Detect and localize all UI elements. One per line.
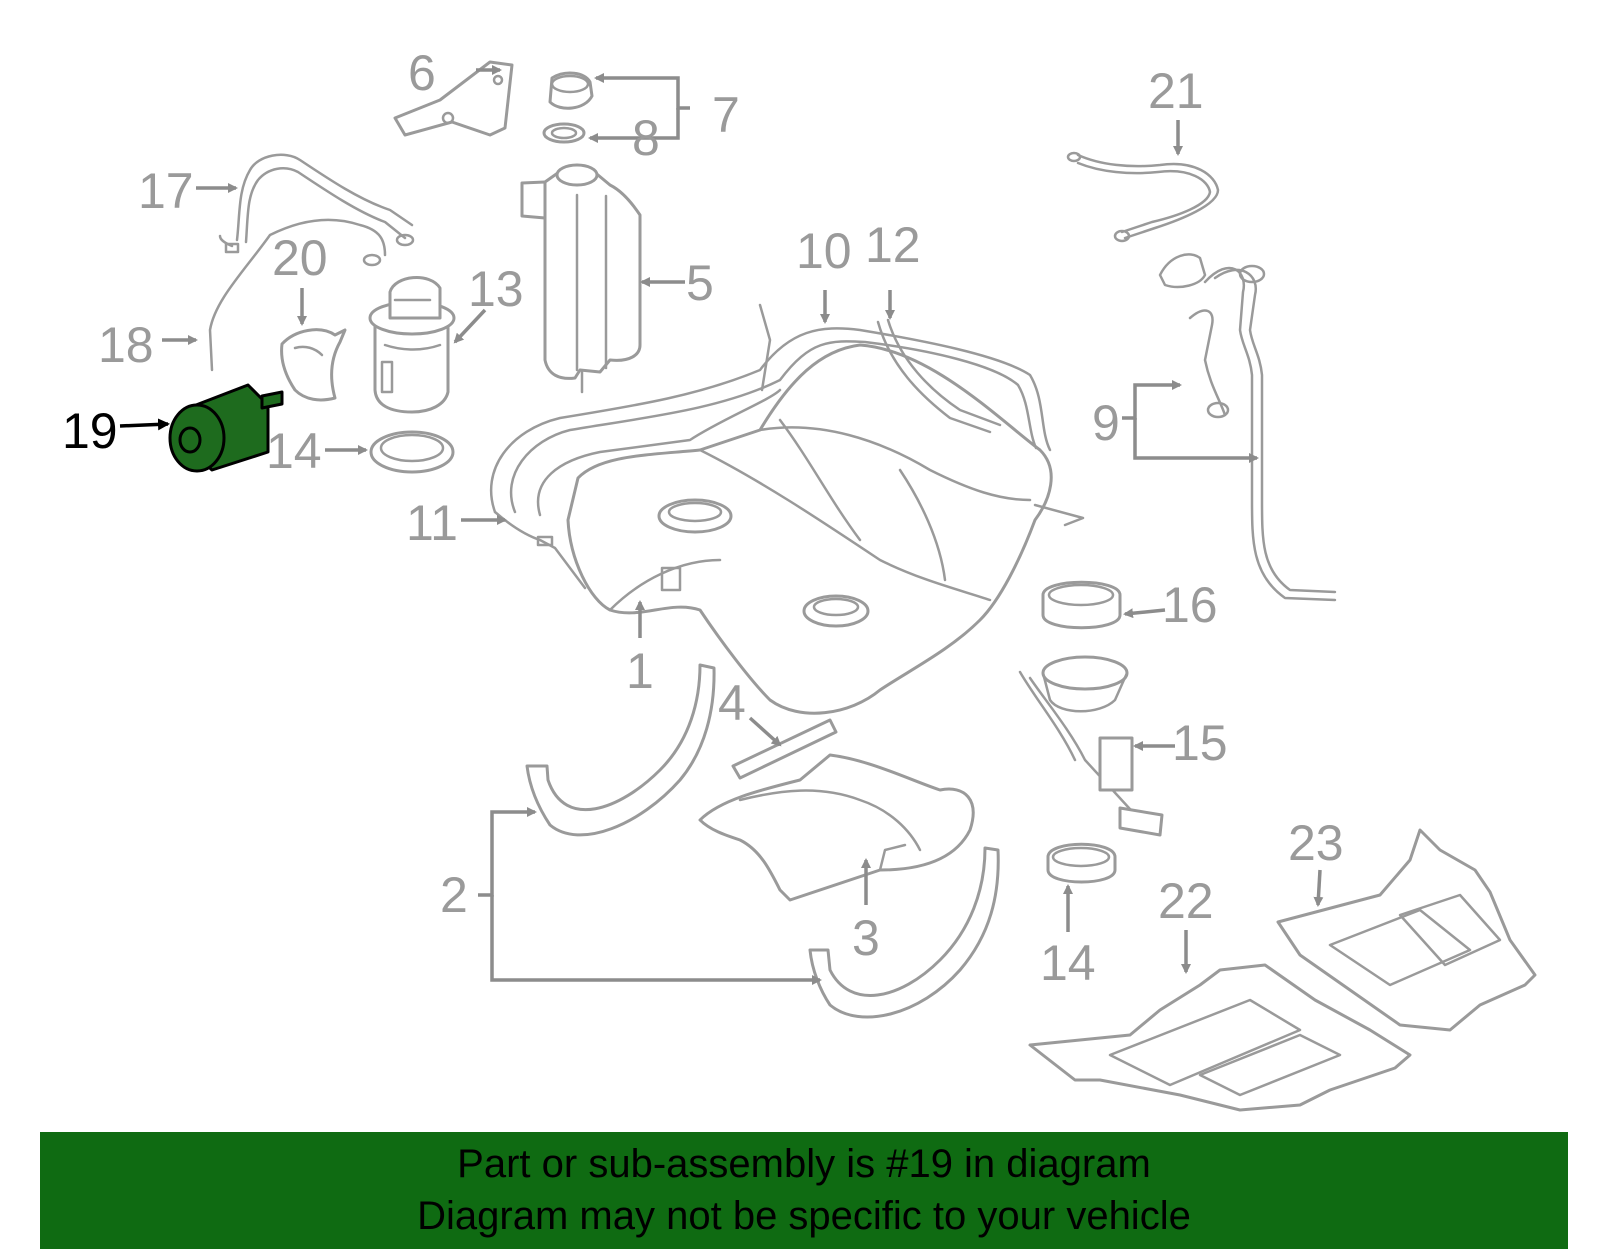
fuel-line-part-17[interactable] <box>208 153 415 372</box>
callout-20[interactable]: 20 <box>272 230 328 286</box>
skid-plate-part-23[interactable] <box>1276 828 1537 1032</box>
callout-6[interactable]: 6 <box>408 45 436 101</box>
callout-19[interactable]: 19 <box>62 403 118 459</box>
callout-4[interactable]: 4 <box>718 675 746 731</box>
callout-15[interactable]: 15 <box>1172 715 1228 771</box>
heat-shield-part-3[interactable] <box>698 753 975 902</box>
callout-14[interactable]: 14 <box>266 423 322 479</box>
lock-ring-part-14-lower[interactable] <box>1046 842 1117 884</box>
tank-strap-part-2[interactable] <box>525 663 1000 1019</box>
callout-17[interactable]: 17 <box>138 163 194 219</box>
callout-23[interactable]: 23 <box>1288 815 1344 871</box>
callout-14-lower[interactable]: 14 <box>1040 935 1096 991</box>
info-banner: Part or sub-assembly is #19 in diagram D… <box>40 1132 1568 1249</box>
callout-13[interactable]: 13 <box>468 261 524 317</box>
lock-ring-part-16[interactable] <box>1041 580 1122 630</box>
callout-1[interactable]: 1 <box>626 643 654 699</box>
callout-18[interactable]: 18 <box>98 317 154 373</box>
fuel-filter-part-19[interactable] <box>168 383 284 473</box>
callout-22[interactable]: 22 <box>1158 873 1214 929</box>
filler-cap-part-7[interactable] <box>548 71 594 110</box>
callout-2[interactable]: 2 <box>440 867 468 923</box>
callout-9[interactable]: 9 <box>1092 395 1120 451</box>
clamp-part-20[interactable] <box>280 328 347 402</box>
skid-plate-part-22[interactable] <box>1028 963 1412 1112</box>
callout-16[interactable]: 16 <box>1162 577 1218 633</box>
leader-lines <box>119 65 1324 985</box>
canister-part-5[interactable] <box>520 163 642 394</box>
fuel-lines-part-10[interactable] <box>489 327 1052 517</box>
lock-ring-part-14[interactable] <box>369 430 455 474</box>
bracket-part-6[interactable] <box>393 60 514 137</box>
callout-labels: 1 2 3 4 5 6 7 8 9 10 11 12 13 14 14 15 1… <box>62 45 1344 991</box>
seal-ring-part-8[interactable] <box>542 122 586 144</box>
callout-10[interactable]: 10 <box>796 223 852 279</box>
vent-hose-part-21[interactable] <box>1066 151 1220 243</box>
bracket-part-4[interactable] <box>731 718 838 780</box>
callout-11[interactable]: 11 <box>406 495 458 551</box>
fuel-pump-part-13[interactable] <box>368 275 456 414</box>
sender-unit-part-15[interactable] <box>1018 655 1164 837</box>
filler-neck-part-9[interactable] <box>1158 253 1337 602</box>
banner-line-1: Part or sub-assembly is #19 in diagram <box>457 1142 1151 1186</box>
callout-5[interactable]: 5 <box>686 255 714 311</box>
breather-line-part-12[interactable] <box>876 318 1002 434</box>
callout-3[interactable]: 3 <box>852 910 880 966</box>
callout-21[interactable]: 21 <box>1148 63 1204 119</box>
callout-7[interactable]: 7 <box>712 87 740 143</box>
callout-8[interactable]: 8 <box>632 110 660 166</box>
hose-part-18[interactable] <box>218 234 240 254</box>
callout-12[interactable]: 12 <box>865 217 921 273</box>
banner-line-2: Diagram may not be specific to your vehi… <box>417 1194 1191 1238</box>
fuel-tank-part-1[interactable] <box>566 343 1085 715</box>
